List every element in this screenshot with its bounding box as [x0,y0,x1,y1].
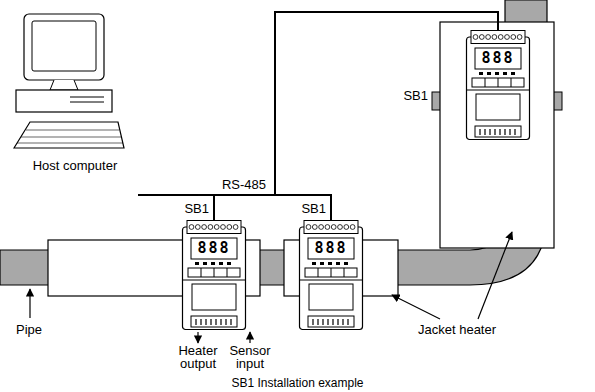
controller-drawing [183,221,246,330]
leader-arrow [29,289,30,318]
leader-arrow [392,295,440,319]
bus-line [138,12,498,195]
unit-name: SB1 [403,88,428,103]
signal-arrow [249,332,250,343]
signal-arrow [197,332,198,343]
display-digits: 888 [308,238,354,259]
controller-unit: SB1888 [466,30,530,140]
part-name: Jacket heater [418,322,496,337]
controller-drawing [467,31,530,140]
bus-line [138,195,331,220]
key-rows [17,130,123,143]
bus-line [138,195,214,220]
screen [32,21,96,71]
signal-name: Heater output [173,344,223,370]
drive-slot [70,97,104,102]
computer-illustration [14,14,124,148]
monitor [24,14,104,80]
display-digits: 888 [475,48,521,69]
controller-drawing [300,221,363,330]
monitor-stand [50,80,78,90]
device-label: Host computer [12,158,138,173]
controller-unit: SB1888 [299,220,363,330]
controller-unit: SB1888 [182,220,246,330]
jacket-heater [440,22,554,248]
bus-label: RS-485 [220,177,268,192]
part-name: Pipe [16,322,42,337]
system-unit [16,90,112,112]
keyboard [14,122,124,148]
leader-arrow [478,232,512,319]
display-digits: 888 [191,238,237,259]
host-computer: Host computer [12,10,138,200]
unit-name: SB1 [301,201,326,216]
signal-name: Sensor input [225,344,275,370]
unit-name: SB1 [184,201,209,216]
figure-caption: SB1 Installation example [0,376,595,391]
